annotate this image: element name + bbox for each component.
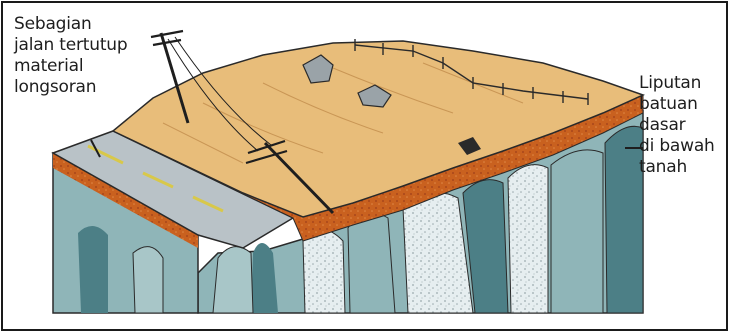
label-left-line: material [14, 56, 127, 77]
label-right-line: batuan [639, 94, 715, 115]
label-left-line: Sebagian [14, 14, 127, 35]
label-right-line: Liputan [639, 73, 715, 94]
label-left-line: jalan tertutup [14, 35, 127, 56]
label-right: Liputan batuan dasar di bawah tanah [639, 73, 715, 178]
label-right-line: dasar [639, 115, 715, 136]
label-left-line: longsoran [14, 77, 127, 98]
label-left: Sebagian jalan tertutup material longsor… [14, 14, 127, 98]
label-right-line: tanah [639, 157, 715, 178]
label-right-line: di bawah [639, 136, 715, 157]
